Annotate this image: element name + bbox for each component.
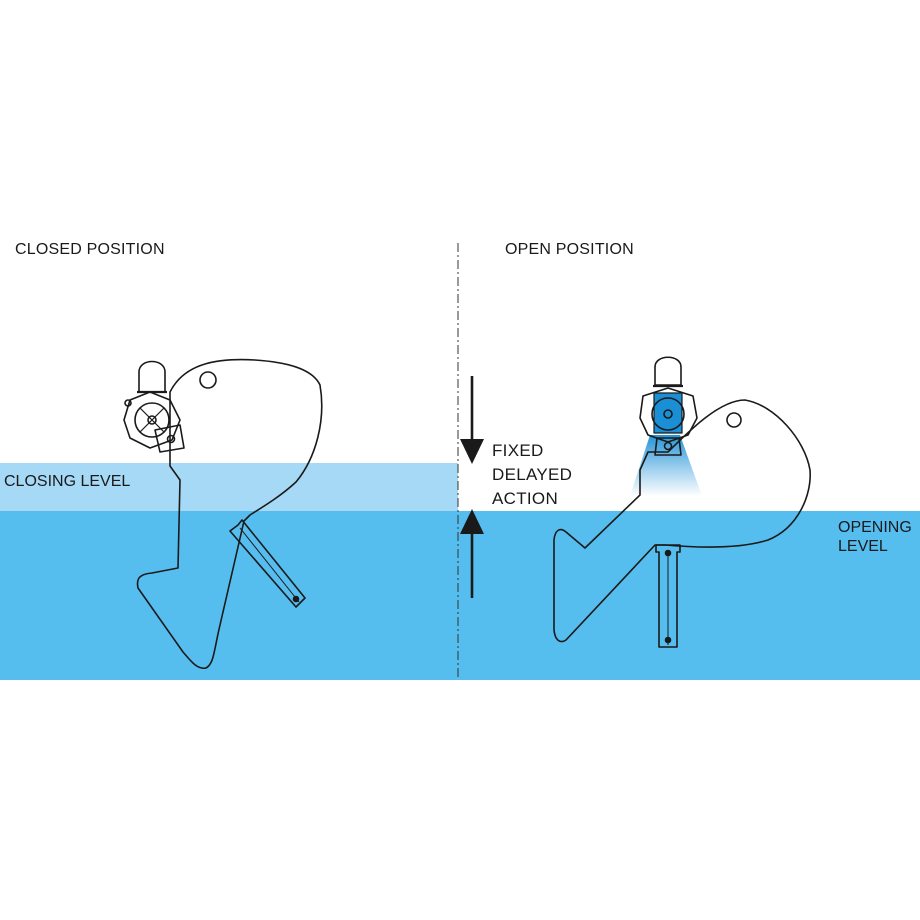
action-line2: DELAYED [492,465,573,484]
open-mounting-hole [726,412,742,428]
opening-level-label-line2: LEVEL [838,538,888,555]
open-weight-rod [655,544,681,648]
open-float-assembly [553,356,811,648]
closed-float-body [136,358,323,670]
fixed-delayed-action-label: FIXED DELAYED ACTION [492,439,572,511]
open-position-title: OPEN POSITION [505,241,634,258]
closed-cable-clamp [123,391,181,449]
water-right [458,511,920,680]
action-line1: FIXED [492,441,544,460]
closed-sensor-cap [138,360,166,393]
opening-level-label-line1: OPENING [838,519,912,536]
closed-weight-rod [229,519,306,608]
sensor-light-beam [630,435,702,496]
opening-level-label: OPENING LEVEL [838,518,912,556]
closed-float-assembly [123,358,323,670]
closing-level-band [0,463,458,511]
open-cable-clamp [639,387,698,443]
water-left [0,511,458,680]
closed-position-title: CLOSED POSITION [15,241,165,258]
action-line3: ACTION [492,489,559,508]
closing-level-label: CLOSING LEVEL [4,473,131,490]
closed-mounting-hole [199,371,217,389]
arrow-down-icon [460,376,484,464]
open-sensor-cap [654,356,682,386]
arrow-up-icon [460,509,484,598]
open-float-body [553,399,811,643]
